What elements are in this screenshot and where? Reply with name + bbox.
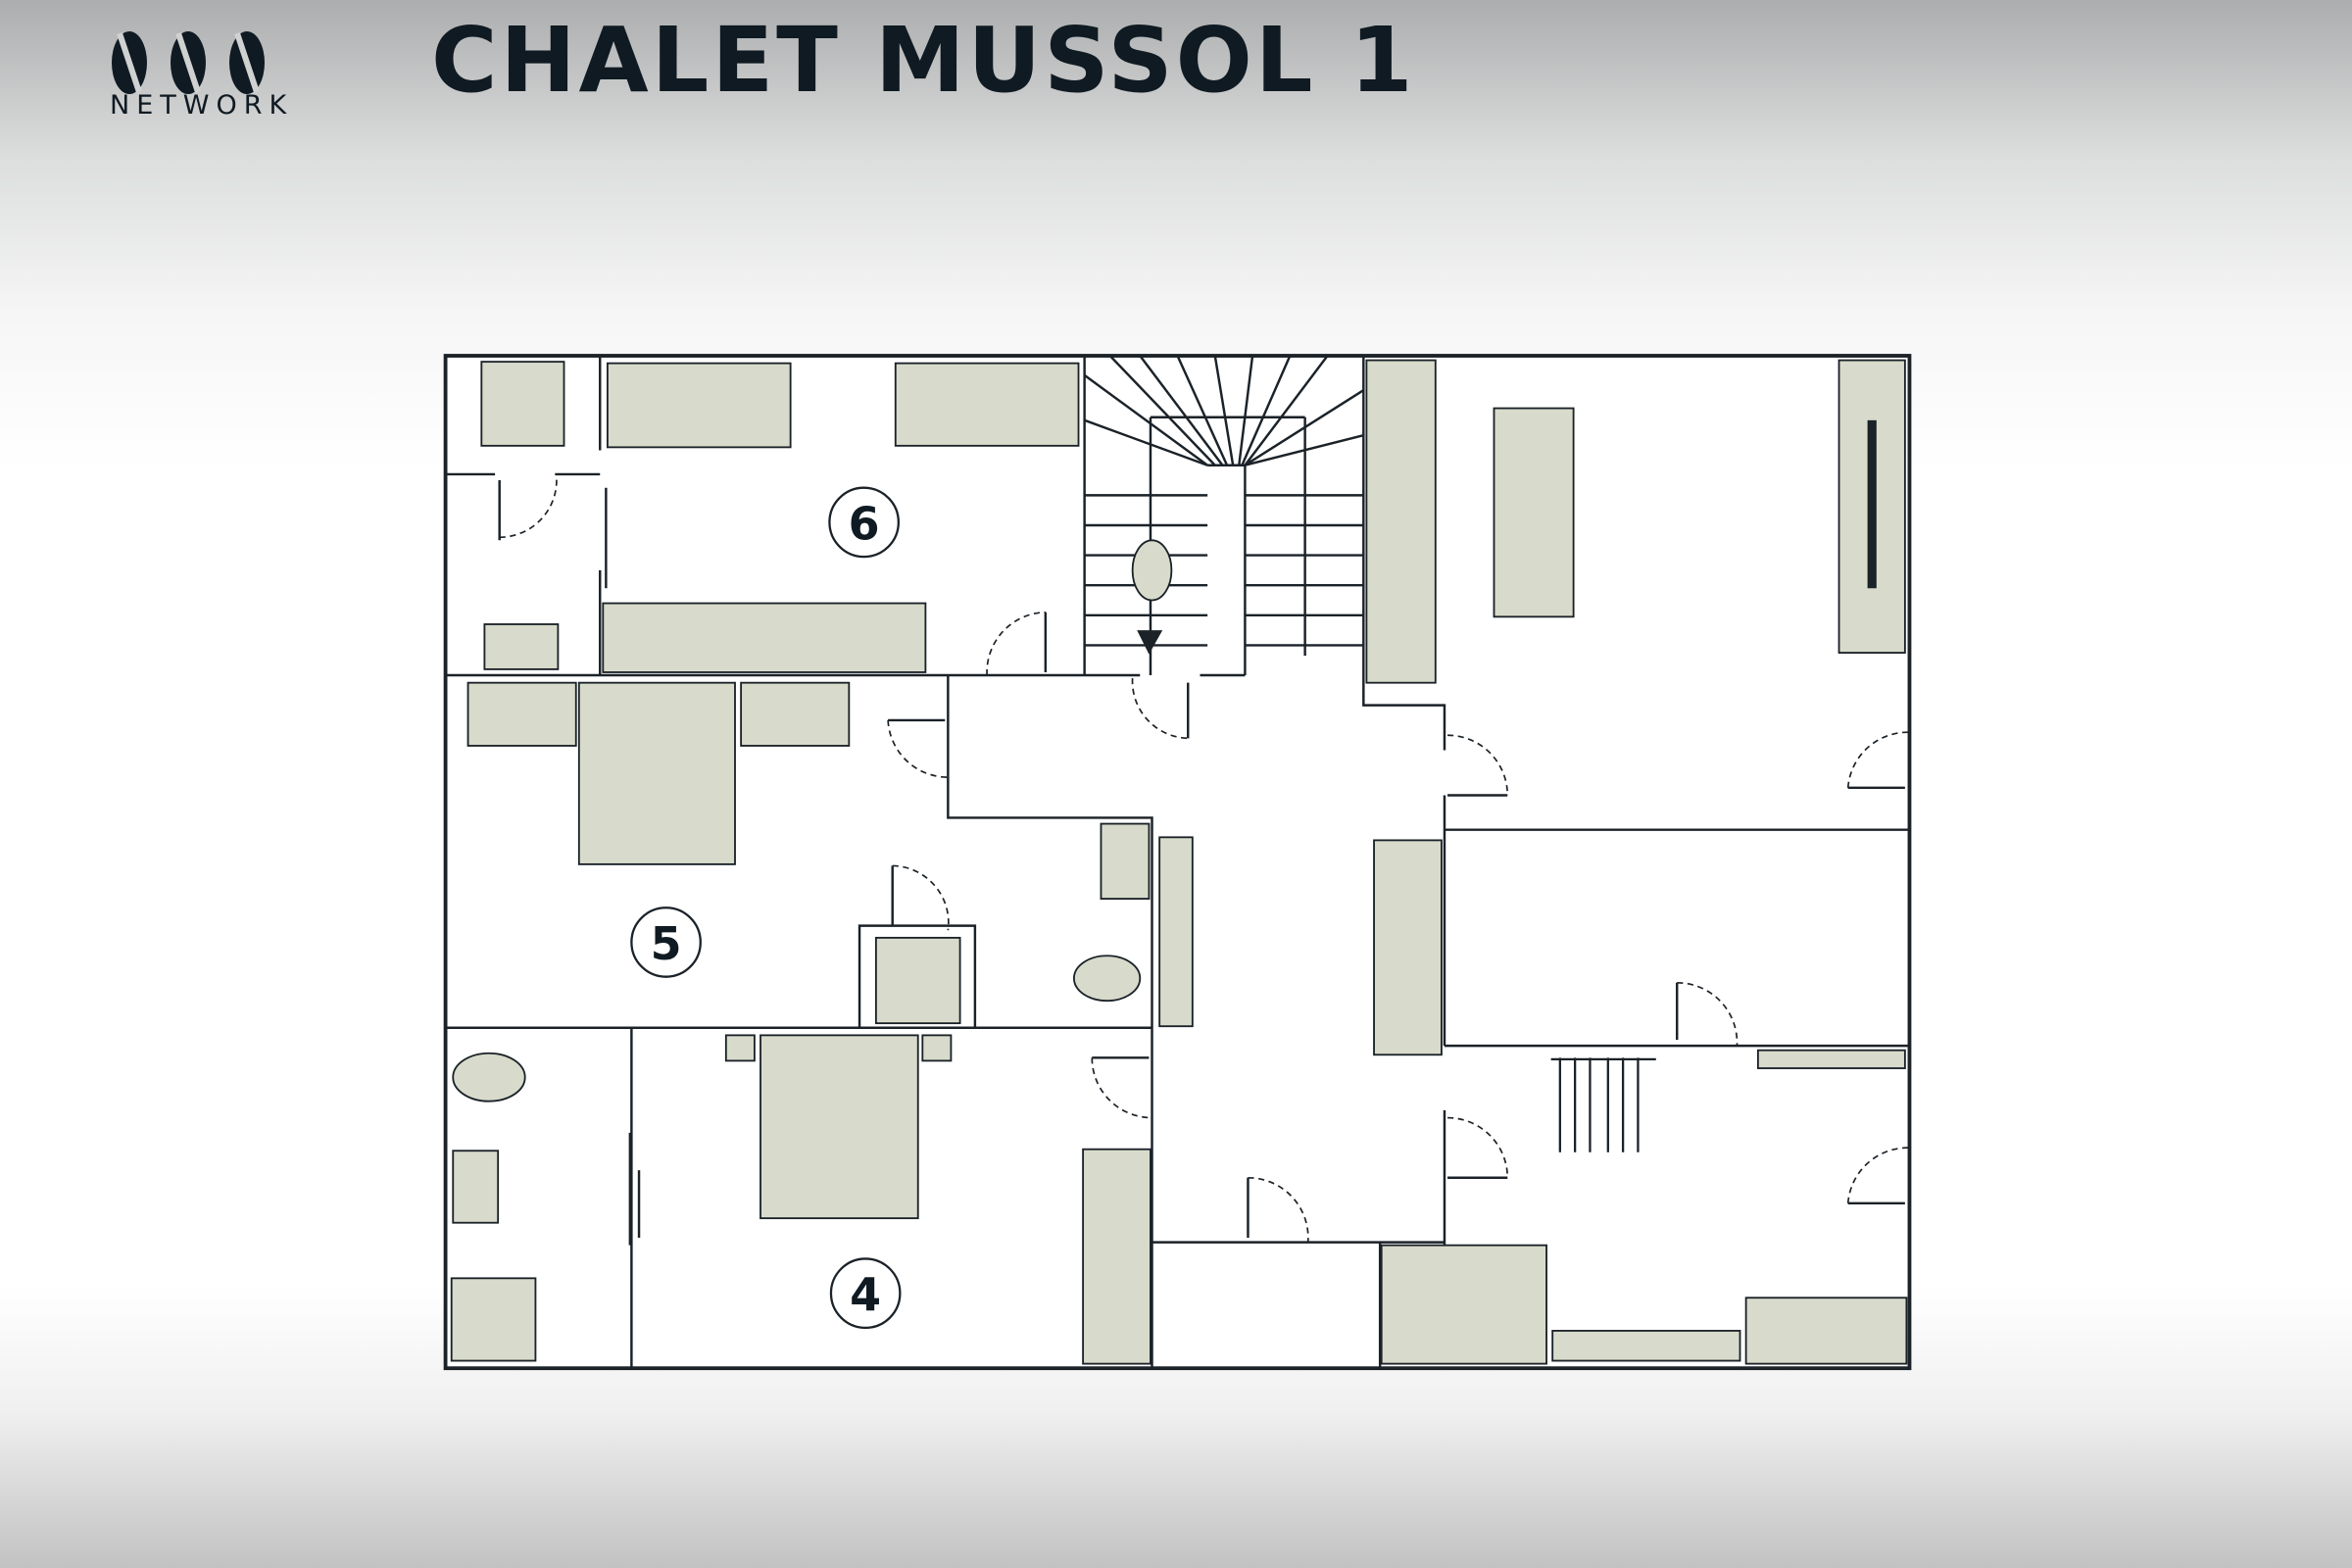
- room-6-label: 6: [828, 486, 900, 559]
- bench-icon: [1744, 1297, 1908, 1365]
- toilet-icon: [1131, 539, 1173, 602]
- cabinet-icon: [1373, 839, 1443, 1056]
- wardrobe-icon: [1082, 1148, 1152, 1365]
- stairs-arrow-icon: [1137, 630, 1163, 655]
- shower-icon: [450, 1277, 537, 1362]
- toilet-icon: [1072, 955, 1142, 1003]
- bench-icon: [1380, 1244, 1547, 1365]
- single-bed-icon: [894, 362, 1080, 447]
- stairs: [1083, 355, 1364, 676]
- shower-icon: [480, 361, 565, 447]
- sink-icon: [452, 1150, 500, 1224]
- ski-rack-icon: [1550, 1057, 1656, 1152]
- nightstand-icon: [921, 1034, 953, 1062]
- room-5-label: 5: [630, 906, 702, 978]
- page-title: CHALET MUSSOL 1: [431, 8, 1416, 113]
- radiator-icon: [1158, 836, 1194, 1028]
- nightstand-icon: [740, 681, 851, 747]
- nightstand-icon: [466, 681, 577, 747]
- logo-text: NETWORK: [110, 90, 294, 121]
- shower-icon: [874, 936, 961, 1025]
- sink-icon: [483, 623, 560, 670]
- wardrobe-icon: [602, 602, 927, 673]
- svg-text:5: 5: [651, 917, 682, 970]
- svg-text:4: 4: [850, 1268, 881, 1321]
- cabinet-icon: [1365, 359, 1437, 684]
- furniture: [450, 359, 1908, 1365]
- double-bed-icon: [760, 1034, 919, 1220]
- room-labels: 6 5 4: [630, 486, 902, 1329]
- interior-walls: [445, 356, 1910, 1369]
- sink-icon: [1100, 822, 1151, 901]
- svg-text:6: 6: [849, 497, 880, 550]
- double-bed-icon: [577, 681, 736, 865]
- toilet-icon: [452, 1052, 526, 1102]
- room-4-label: 4: [829, 1257, 902, 1329]
- doors: [498, 476, 1910, 1246]
- tv-icon: [1867, 419, 1877, 589]
- single-bed-icon: [606, 362, 792, 449]
- brand-logo: [112, 31, 265, 94]
- radiator-icon: [1551, 1329, 1741, 1362]
- sofa-icon: [1493, 407, 1575, 618]
- boot-rack-icon: [1756, 1049, 1906, 1069]
- nightstand-icon: [724, 1034, 756, 1062]
